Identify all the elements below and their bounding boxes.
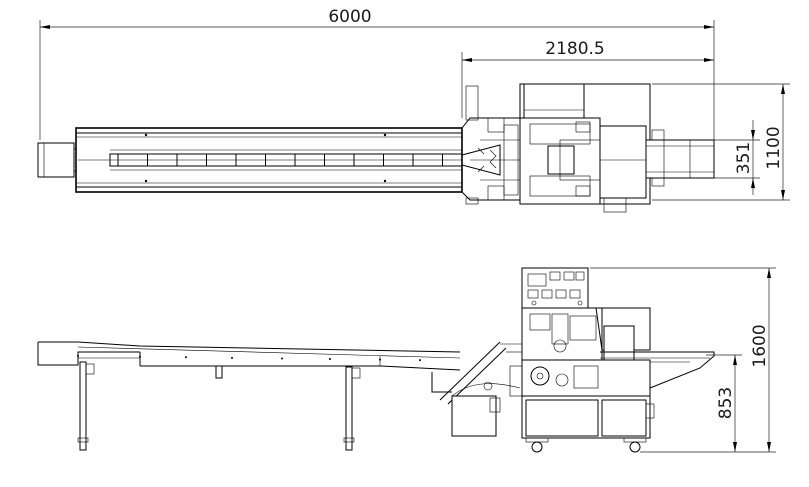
dimension-overall-width: 1100 bbox=[652, 83, 790, 201]
dimension-overall-height: 1600 bbox=[590, 267, 776, 453]
infeed-length-label: 2180.5 bbox=[545, 39, 604, 59]
narrow-width-label: 351 bbox=[734, 142, 754, 174]
dimension-narrow-width: 351 bbox=[714, 120, 760, 195]
rail-bolt bbox=[419, 359, 421, 362]
main-machine-side bbox=[500, 267, 715, 453]
film-unwind-side bbox=[431, 341, 521, 437]
infeed-conveyor-side bbox=[37, 341, 461, 451]
forming-zone-top bbox=[461, 85, 521, 205]
main-body-top bbox=[519, 83, 714, 213]
side-view bbox=[37, 267, 715, 453]
rail-bolt bbox=[231, 356, 233, 359]
dimension-infeed-length: 2180.5 bbox=[461, 39, 714, 118]
overall-length-label: 6000 bbox=[328, 7, 371, 27]
outfeed-conveyor-top bbox=[645, 129, 715, 187]
rail-bolt bbox=[77, 355, 79, 357]
overall-height-label: 1600 bbox=[750, 324, 770, 367]
infeed-end-block bbox=[37, 142, 75, 178]
rail-bolt bbox=[281, 357, 283, 360]
working-height-label: 853 bbox=[716, 387, 736, 419]
rail-bolt bbox=[139, 355, 141, 358]
infeed-conveyor-top bbox=[75, 127, 463, 193]
dimension-working-height: 853 bbox=[706, 354, 742, 452]
top-view bbox=[37, 83, 715, 213]
rail-bolt bbox=[185, 356, 187, 359]
rail-bolt bbox=[379, 358, 381, 361]
rail-bolt bbox=[329, 358, 331, 361]
dimension-overall-length: 6000 bbox=[39, 7, 715, 140]
overall-width-label: 1100 bbox=[764, 126, 784, 169]
